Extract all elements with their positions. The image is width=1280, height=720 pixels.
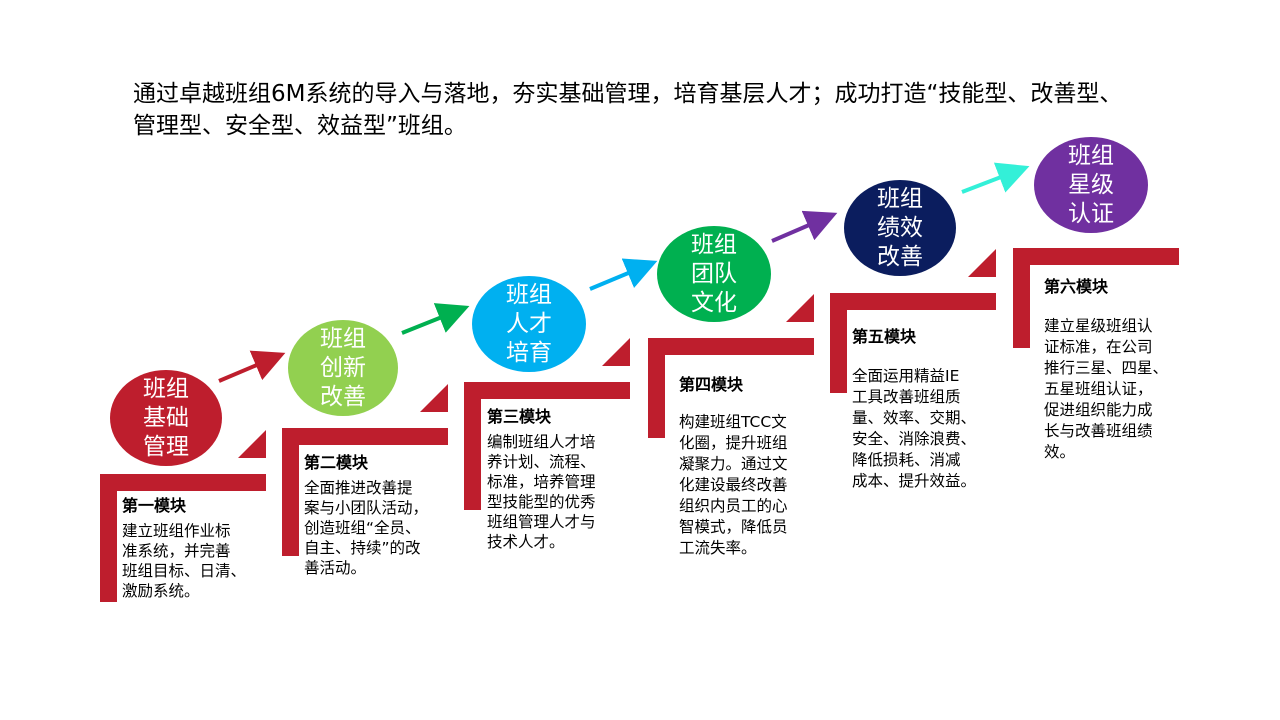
step-5-post bbox=[830, 293, 847, 393]
step-3-post bbox=[464, 382, 481, 510]
circle-module-6: 班组 星级 认证 bbox=[1034, 137, 1148, 233]
step-4-corner bbox=[786, 294, 814, 322]
arrow-5 bbox=[961, 162, 1030, 194]
circle-5-line-2: 绩效 bbox=[877, 214, 923, 241]
module-6-text: 第六模块 建立星级班组认 证标准，在公司 推行三星、四星、 五星班组认证， 促进… bbox=[1044, 276, 1194, 463]
circle-1-line-2: 基础 bbox=[143, 404, 189, 431]
circle-2-line-2: 创新 bbox=[320, 354, 366, 381]
arrow-3 bbox=[589, 258, 658, 291]
circle-module-3: 班组 人才 培育 bbox=[472, 276, 586, 372]
step-1-bar bbox=[100, 474, 266, 491]
module-2-title: 第二模块 bbox=[304, 453, 369, 472]
module-4-text: 第四模块 构建班组TCC文 化圈，提升班组 凝聚力。通过文 化建设最终改善 组织… bbox=[679, 374, 829, 559]
step-2-post bbox=[282, 428, 299, 556]
circle-2-line-1: 班组 bbox=[320, 325, 366, 352]
circle-1-line-3: 管理 bbox=[143, 433, 189, 460]
module-4-title: 第四模块 bbox=[679, 375, 744, 394]
circle-3-line-3: 培育 bbox=[506, 339, 552, 366]
module-1-text: 第一模块 建立班组作业标 准系统，并完善 班组目标、日清、 激励系统。 bbox=[122, 495, 272, 601]
circle-module-4: 班组 团队 文化 bbox=[657, 226, 771, 322]
arrow-1 bbox=[218, 350, 286, 383]
module-2-text: 第二模块 全面推进改善提 案与小团队活动， 创造班组“全员、 自主、持续”的改 … bbox=[304, 452, 454, 578]
step-1-corner bbox=[238, 430, 266, 458]
circle-5-line-3: 改善 bbox=[877, 243, 923, 270]
step-2-corner bbox=[420, 384, 448, 412]
step-5-bar bbox=[830, 293, 996, 310]
circle-module-5: 班组 绩效 改善 bbox=[844, 180, 956, 276]
module-5-text: 第五模块 全面运用精益IE 工具改善班组质 量、效率、交期、 安全、消除浪费、 … bbox=[852, 326, 1002, 492]
circle-module-2: 班组 创新 改善 bbox=[288, 320, 398, 416]
circle-4-line-2: 团队 bbox=[691, 260, 737, 287]
circle-module-1: 班组 基础 管理 bbox=[110, 370, 222, 466]
module-1-desc: 建立班组作业标 准系统，并完善 班组目标、日清、 激励系统。 bbox=[122, 522, 247, 600]
module-6-title: 第六模块 bbox=[1044, 277, 1109, 296]
circle-3-line-2: 人才 bbox=[506, 310, 552, 337]
module-1-title: 第一模块 bbox=[122, 496, 187, 515]
circle-6-line-2: 星级 bbox=[1068, 171, 1114, 198]
headline: 通过卓越班组6M系统的导入与落地，夯实基础管理，培育基层人才；成功打造“技能型、… bbox=[133, 81, 1123, 139]
module-2-desc: 全面推进改善提 案与小团队活动， 创造班组“全员、 自主、持续”的改 善活动。 bbox=[304, 479, 429, 577]
circle-4-line-1: 班组 bbox=[691, 231, 737, 258]
module-5-desc: 全面运用精益IE 工具改善班组质 量、效率、交期、 安全、消除浪费、 降低损耗、… bbox=[852, 367, 977, 490]
step-3-corner bbox=[602, 338, 630, 366]
module-3-title: 第三模块 bbox=[487, 407, 552, 426]
module-4-desc: 构建班组TCC文 化圈，提升班组 凝聚力。通过文 化建设最终改善 组织内员工的心… bbox=[679, 413, 788, 557]
step-6-post bbox=[1013, 248, 1030, 348]
circle-2-line-3: 改善 bbox=[320, 383, 366, 410]
circle-4-line-3: 文化 bbox=[691, 289, 737, 316]
circle-1-line-1: 班组 bbox=[143, 375, 189, 402]
module-3-desc: 编制班组人才培 养计划、流程、 标准，培养管理 型技能型的优秀 班组管理人才与 … bbox=[487, 433, 596, 551]
circle-6-line-1: 班组 bbox=[1068, 142, 1114, 169]
step-5-corner bbox=[968, 249, 996, 277]
arrow-2 bbox=[401, 303, 470, 335]
step-4-post bbox=[648, 338, 665, 438]
circle-3-line-1: 班组 bbox=[506, 281, 552, 308]
circle-6-line-3: 认证 bbox=[1068, 200, 1114, 227]
step-4-bar bbox=[648, 338, 814, 355]
module-6-desc: 建立星级班组认 证标准，在公司 推行三星、四星、 五星班组认证， 促进组织能力成… bbox=[1044, 317, 1169, 461]
circle-5-line-1: 班组 bbox=[877, 185, 923, 212]
step-6-bar bbox=[1013, 248, 1179, 265]
step-2-bar bbox=[282, 428, 448, 445]
module-5-title: 第五模块 bbox=[852, 327, 917, 346]
arrow-4 bbox=[771, 210, 838, 243]
step-3-bar bbox=[464, 382, 630, 399]
module-3-text: 第三模块 编制班组人才培 养计划、流程、 标准，培养管理 型技能型的优秀 班组管… bbox=[487, 406, 637, 552]
step-1-post bbox=[100, 474, 117, 602]
